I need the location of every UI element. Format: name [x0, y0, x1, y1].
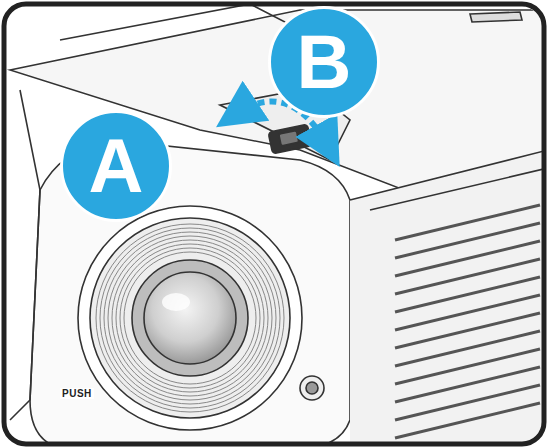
callout-letter: B: [268, 6, 380, 118]
lens-mark: PUSH: [60, 388, 94, 399]
callout-letter: A: [60, 110, 172, 222]
